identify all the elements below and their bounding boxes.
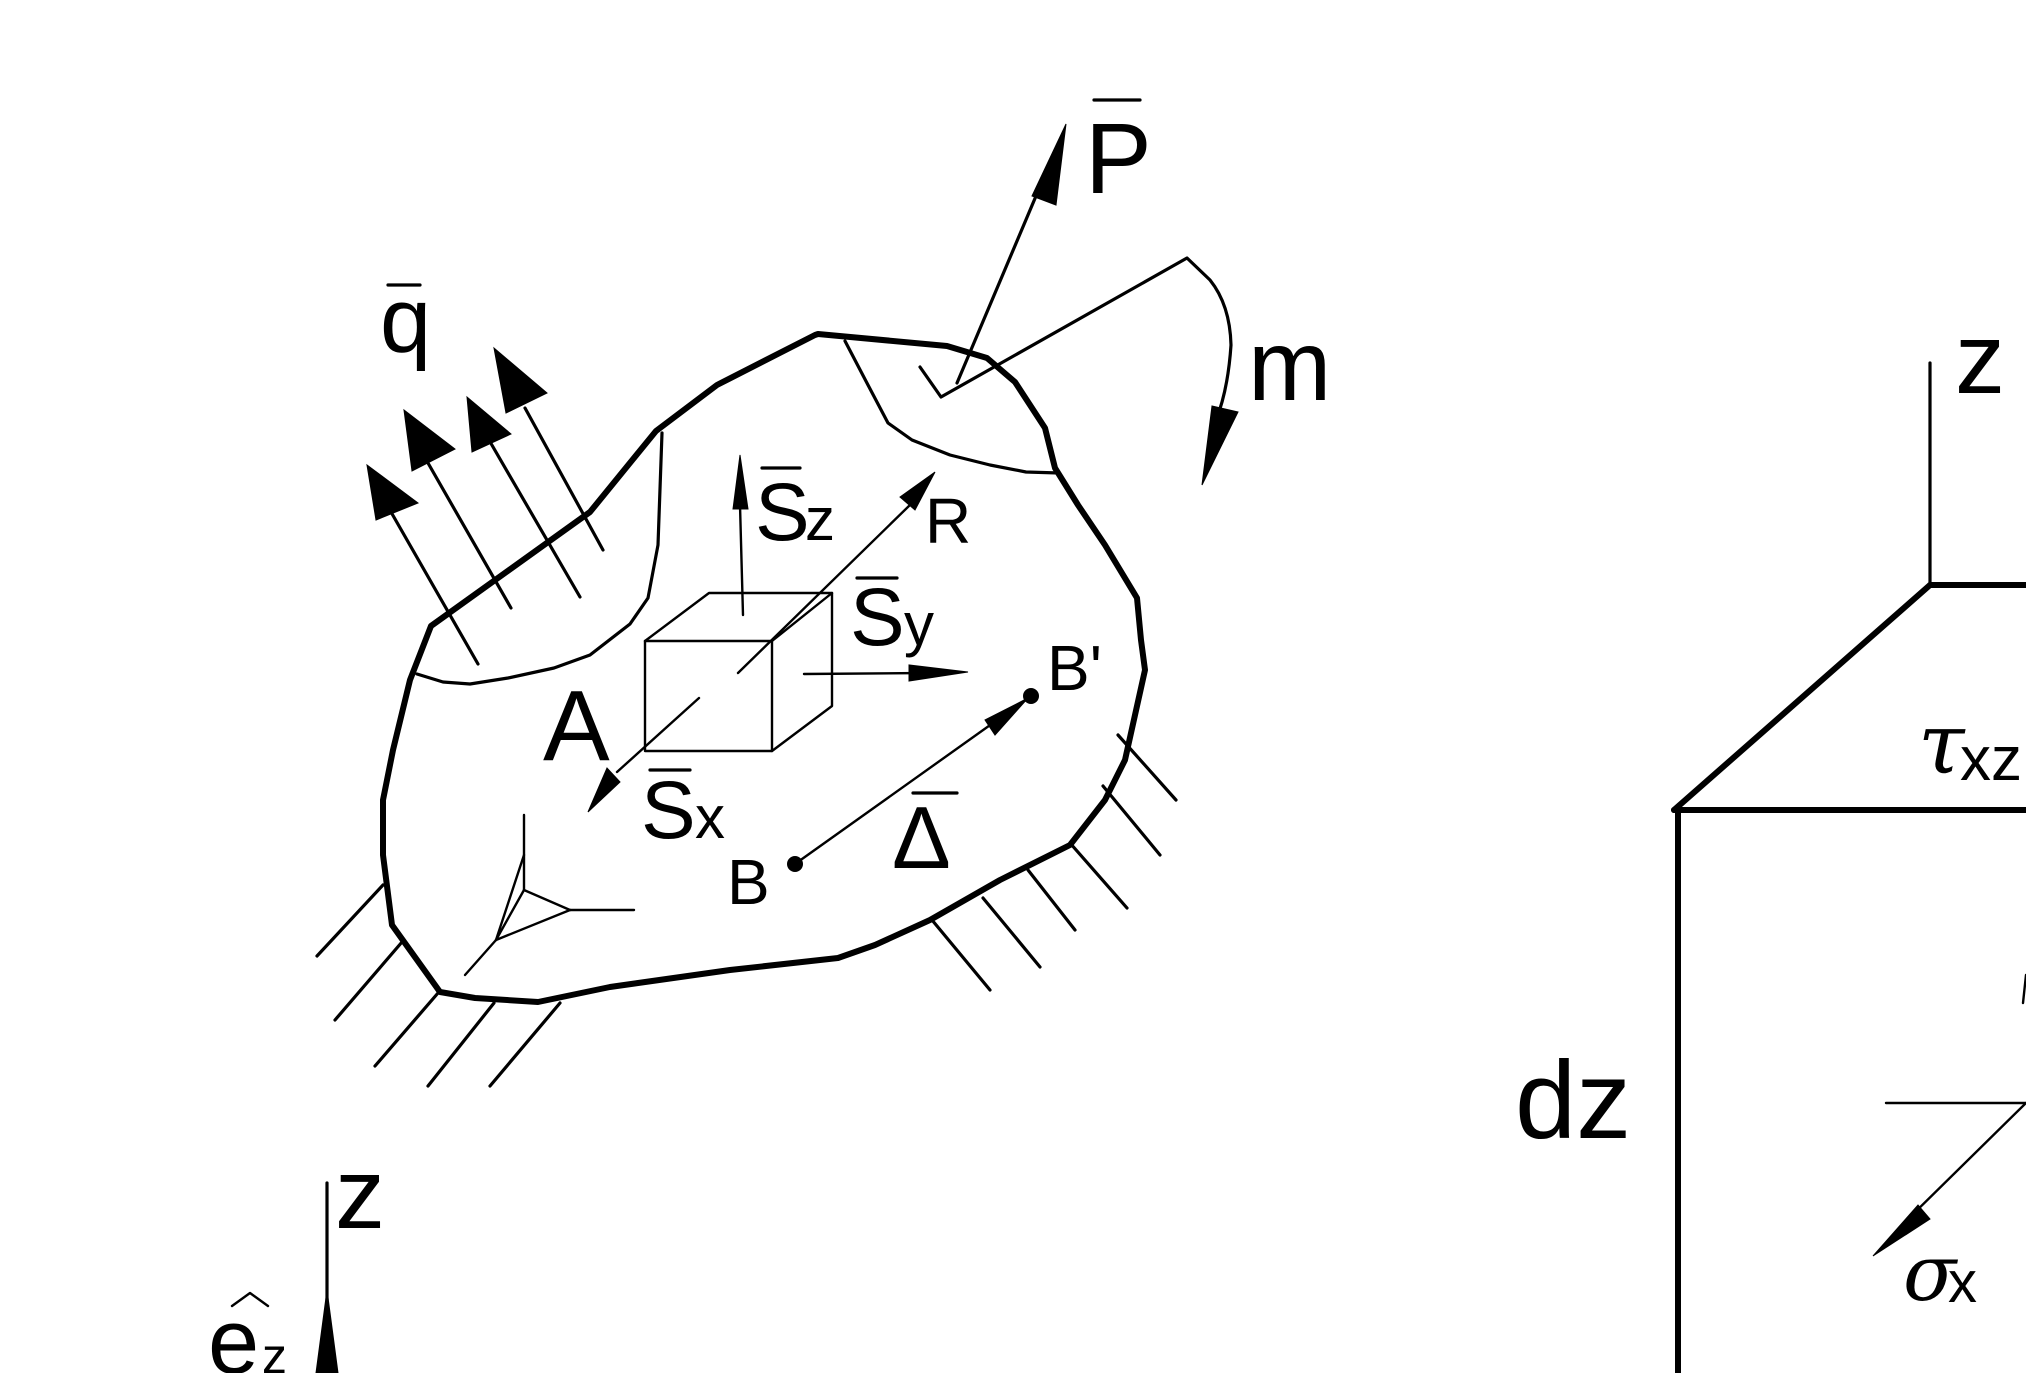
- label-q: q: [380, 270, 431, 372]
- label-sz-sub: z: [805, 486, 835, 553]
- label-sigma-sub: x: [1948, 1250, 1977, 1315]
- stress-element-right: [1671, 361, 2026, 1373]
- global-axes: [230, 1181, 339, 1373]
- load-patch-q: [415, 431, 664, 686]
- label-ez: e: [208, 1291, 259, 1373]
- label-z-axis-right: z: [1955, 303, 2005, 415]
- label-sy: S: [850, 572, 905, 663]
- label-delta: Δ: [892, 788, 951, 887]
- label-sz: S: [755, 467, 810, 558]
- element-cube: [643, 591, 834, 753]
- label-p: P: [1085, 103, 1152, 215]
- force-p: [955, 123, 1067, 385]
- local-axes-triad: [463, 813, 636, 977]
- label-dz: dz: [1515, 1039, 1631, 1162]
- label-tau-sub: xz: [1960, 725, 2022, 794]
- label-b: B: [727, 846, 770, 918]
- label-ez-sub: z: [262, 1328, 287, 1373]
- label-r: R: [925, 485, 971, 557]
- distributed-load-q: [366, 346, 605, 666]
- load-patch-p: [843, 339, 1061, 475]
- stress-vector-sz: [732, 454, 749, 617]
- elastic-body: [380, 331, 1148, 1005]
- moment-m: [918, 256, 1239, 486]
- resultant-vector-r: [736, 471, 936, 675]
- hat-ez: [230, 1291, 270, 1308]
- label-sx: S: [641, 765, 696, 856]
- stress-vector-sy: [802, 664, 969, 682]
- displacement-delta: [787, 688, 1039, 872]
- label-sy-sub: y: [904, 591, 934, 658]
- stress-vector-sx: [587, 696, 701, 813]
- label-tau: τ: [1918, 695, 1966, 793]
- label-m: m: [1248, 310, 1331, 422]
- body-outline: [380, 331, 1148, 1005]
- label-a: A: [543, 670, 610, 782]
- label-z-axis-left: z: [335, 1138, 385, 1250]
- label-sx-sub: x: [695, 784, 725, 851]
- point-b-prime: [1023, 688, 1039, 704]
- label-sigma: σ: [1903, 1229, 1958, 1319]
- support-hatching: [315, 733, 1178, 1088]
- label-b-prime: B': [1047, 632, 1102, 704]
